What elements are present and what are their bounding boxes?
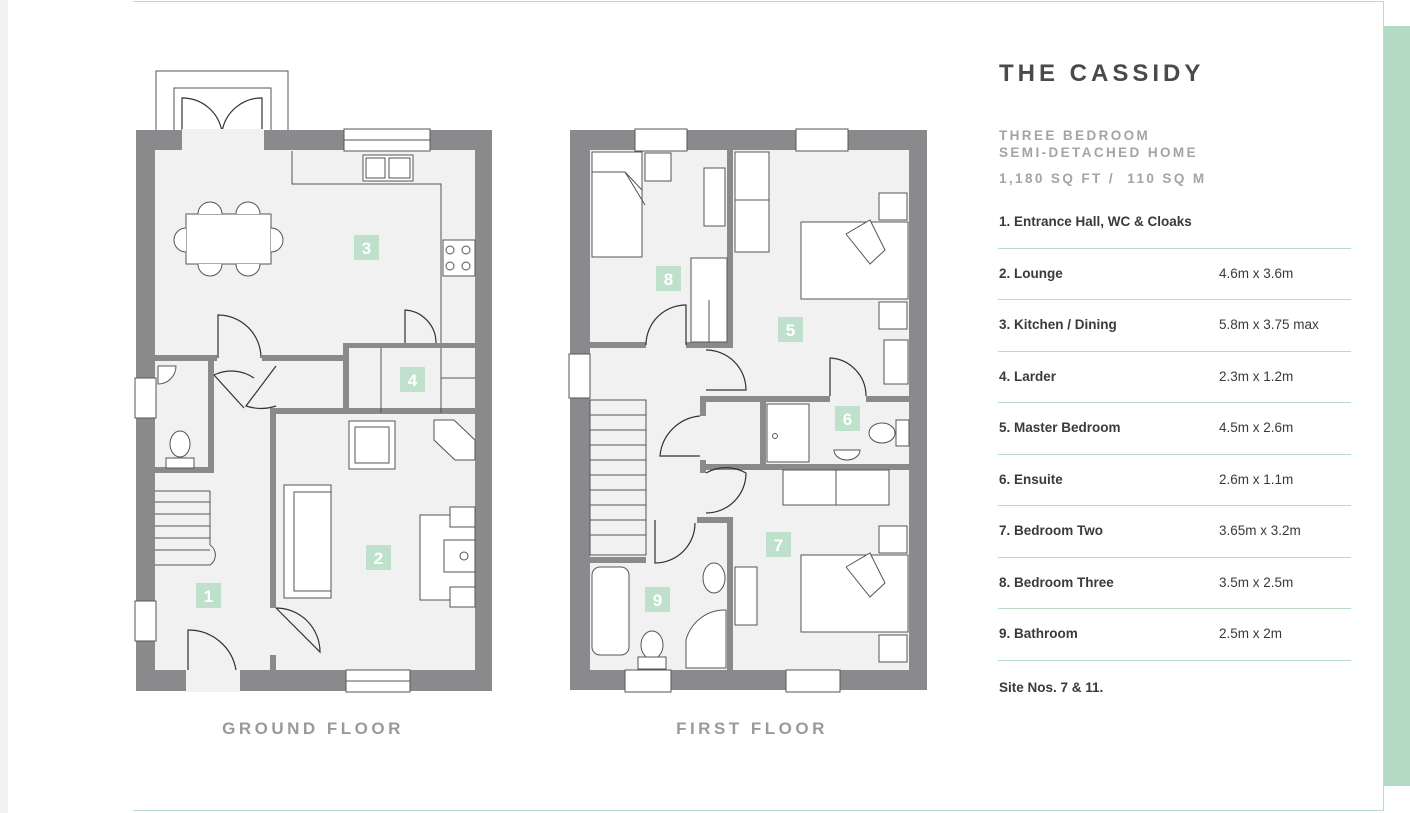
ground-stairs — [155, 490, 216, 566]
sofa — [283, 484, 332, 599]
frame-line-top — [133, 1, 1383, 2]
hall-window — [134, 600, 157, 642]
subtitle-line-2: SEMI-DETACHED HOME — [999, 145, 1198, 160]
front-door-opening — [186, 670, 240, 692]
room-size: 2.3m x 1.2m — [1219, 368, 1294, 384]
armchair — [348, 420, 396, 470]
wc-window — [134, 377, 157, 419]
room-name: 8. Bedroom Three — [999, 574, 1114, 590]
room-name: 6. Ensuite — [999, 471, 1063, 487]
floor-plans: 1 2 3 4 5 6 7 8 9 — [134, 70, 927, 693]
front-door — [187, 629, 237, 671]
bath-tub — [591, 566, 630, 656]
patio-door-swing-left — [181, 97, 223, 133]
room-label-5: 5 — [786, 321, 795, 340]
bath-shower — [685, 609, 727, 669]
house-subtitle: THREE BEDROOM SEMI-DETACHED HOME — [999, 127, 1198, 161]
first-stairs — [589, 399, 647, 556]
room-name: 4. Larder — [999, 368, 1057, 384]
patio-door-swing-right — [221, 97, 263, 133]
master-door — [705, 349, 747, 391]
room-label-7: 7 — [774, 536, 783, 555]
lounge-door — [275, 607, 321, 654]
ensuite-door — [829, 357, 867, 397]
first-floor-plan — [568, 128, 927, 693]
bath-toilet — [640, 630, 664, 660]
room-name: 9. Bathroom — [999, 626, 1078, 641]
first-floor-label: FIRST FLOOR — [676, 719, 828, 738]
wc-basin — [157, 365, 177, 385]
dining-chairs — [173, 201, 284, 277]
wc-toilet — [169, 430, 191, 458]
frame-line-right — [1383, 1, 1384, 811]
subtitle-line-1: THREE BEDROOM — [999, 128, 1151, 143]
bath-door — [654, 520, 696, 564]
room-label-6: 6 — [843, 410, 852, 429]
dining-table — [185, 213, 272, 265]
room-label-8: 8 — [664, 270, 673, 289]
room-row: 7. Bedroom Two 3.65m x 3.2m — [998, 506, 1351, 558]
room-row: 8. Bedroom Three 3.5m x 2.5m — [998, 558, 1351, 609]
larder-door — [404, 309, 437, 344]
frame-line-bottom — [133, 810, 1383, 811]
wc-door — [213, 370, 255, 409]
room-label-9: 9 — [653, 591, 662, 610]
room-row: 6. Ensuite 2.6m x 1.1m — [998, 455, 1351, 506]
room-size: 3.5m x 2.5m — [1219, 574, 1294, 590]
room-name: 2. Lounge — [999, 265, 1063, 281]
ground-floor-plan — [134, 70, 492, 693]
landing-window — [568, 353, 591, 399]
accent-bar — [1384, 26, 1410, 786]
bed2-door — [705, 467, 747, 514]
room-row: 5. Master Bedroom 4.5m x 2.6m — [998, 403, 1351, 455]
bed3-door — [645, 304, 687, 346]
room-name: 7. Bedroom Two — [999, 523, 1104, 538]
room-number-labels: 1 2 3 4 5 6 7 8 9 — [196, 235, 860, 612]
room-size: 2.5m x 2m — [1219, 626, 1283, 641]
master-wardrobe — [734, 151, 770, 253]
room-size: 5.8m x 3.75 max — [1219, 317, 1319, 332]
lounge-hall-door — [245, 365, 277, 410]
page-margin — [0, 0, 8, 813]
room-size: 3.65m x 3.2m — [1219, 523, 1301, 538]
house-title: THE CASSIDY — [999, 60, 1205, 87]
room-label-3: 3 — [362, 239, 371, 258]
bed3-bed — [591, 151, 643, 258]
ensuite-shower — [766, 403, 810, 463]
room-row: 9. Bathroom 2.5m x 2m — [998, 609, 1351, 661]
room-label-4: 4 — [408, 371, 418, 390]
bath-basin — [702, 562, 726, 594]
room-label-1: 1 — [204, 587, 213, 606]
bed2-window — [785, 669, 841, 693]
site-numbers: Site Nos. 7 & 11. — [999, 680, 1104, 695]
ground-floor-label: GROUND FLOOR — [222, 719, 404, 738]
house-area: 1,180 SQ FT / 110 SQ M — [999, 171, 1207, 186]
room-label-2: 2 — [374, 549, 383, 568]
room-row: 3. Kitchen / Dining 5.8m x 3.75 max — [998, 300, 1351, 352]
hob — [442, 239, 476, 277]
room-schedule: 1. Entrance Hall, WC & Cloaks 2. Lounge … — [998, 197, 1351, 661]
fireplace — [419, 514, 476, 601]
bed3-window — [634, 128, 688, 152]
kitchen-door — [217, 314, 262, 359]
airing-door — [659, 415, 701, 457]
room-name: 3. Kitchen / Dining — [999, 317, 1117, 332]
room-name: 5. Master Bedroom — [999, 420, 1121, 435]
room-name: 1. Entrance Hall, WC & Cloaks — [999, 214, 1192, 229]
ensuite-basin — [833, 449, 861, 461]
room-row: 4. Larder 2.3m x 1.2m — [998, 352, 1351, 403]
master-window — [795, 128, 849, 152]
kitchen-sink — [362, 154, 414, 182]
bath-window — [624, 669, 672, 693]
patio — [155, 70, 289, 132]
room-size: 2.6m x 1.1m — [1219, 471, 1294, 487]
room-size: 4.5m x 2.6m — [1219, 420, 1294, 435]
room-row: 1. Entrance Hall, WC & Cloaks — [998, 197, 1351, 249]
corner-unit — [433, 419, 476, 461]
room-size: 4.6m x 3.6m — [1219, 265, 1294, 281]
ensuite-toilet — [868, 422, 896, 444]
room-row: 2. Lounge 4.6m x 3.6m — [998, 249, 1351, 300]
kitchen-worktop — [291, 151, 442, 343]
